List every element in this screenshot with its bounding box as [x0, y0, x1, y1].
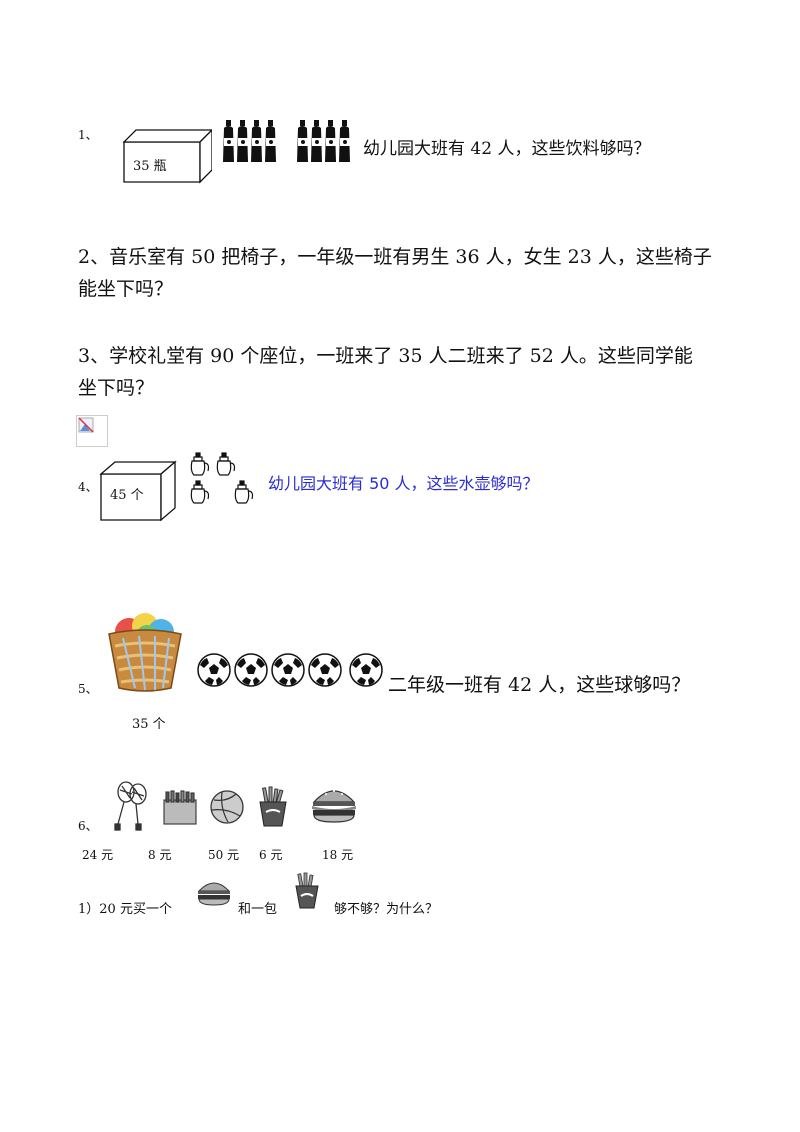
q6-sub1-text-a: 1）20 元买一个: [78, 902, 172, 917]
soccer-balls-icon: [197, 653, 383, 687]
q1-question-text: 幼儿园大班有 42 人，这些饮料够吗？: [363, 139, 651, 159]
hamburger-small-icon: [197, 882, 231, 906]
badminton-racket-icon: [114, 781, 147, 831]
q2-text-line2: 能坐下吗？: [78, 278, 174, 300]
bottles-group-2-icon: [297, 120, 350, 162]
q4-box-icon: [99, 460, 177, 522]
q5-basket-label: 35 个: [132, 717, 166, 732]
q3-text-line2: 坐下吗？: [78, 377, 155, 399]
broken-image-icon: [76, 415, 108, 447]
q4-question-text: 幼儿园大班有 50 人，这些水壶够吗？: [268, 474, 539, 493]
q2-text-line1: 2、音乐室有 50 把椅子，一年级一班有男生 36 人，女生 23 人，这些椅子: [78, 246, 712, 268]
bottles-group-1-icon: [223, 120, 276, 162]
q1-box-label: 35 瓶: [133, 159, 167, 174]
q6-sub1-text-b: 和一包: [238, 902, 278, 917]
water-kettles-icon: [190, 452, 254, 504]
price-badminton: 24 元: [82, 848, 114, 862]
q6-sub1-text-c: 够不够？为什么？: [334, 902, 439, 917]
q3-text-line1: 3、学校礼堂有 90 个座位，一班来了 35 人二班来了 52 人。这些同学能: [78, 345, 693, 367]
price-fries: 6 元: [259, 848, 283, 862]
hamburger-icon: [312, 790, 356, 823]
ball-basket-icon: [108, 613, 182, 692]
q4-box-label: 45 个: [110, 488, 144, 503]
q1-number: 1、: [78, 128, 98, 142]
french-fries-icon: [259, 786, 287, 827]
price-crayons: 8 元: [148, 848, 172, 862]
volleyball-icon: [210, 790, 244, 824]
fries-small-icon: [295, 872, 319, 909]
q1-box-icon: [122, 129, 212, 184]
q5-question-text: 二年级一班有 42 人，这些球够吗？: [388, 674, 691, 696]
q4-number: 4、: [78, 480, 98, 494]
q5-number: 5、: [78, 682, 98, 696]
price-volleyball: 50 元: [208, 848, 240, 862]
q6-number: 6、: [78, 819, 98, 833]
price-hamburger: 18 元: [322, 848, 354, 862]
crayon-box-icon: [163, 790, 197, 825]
